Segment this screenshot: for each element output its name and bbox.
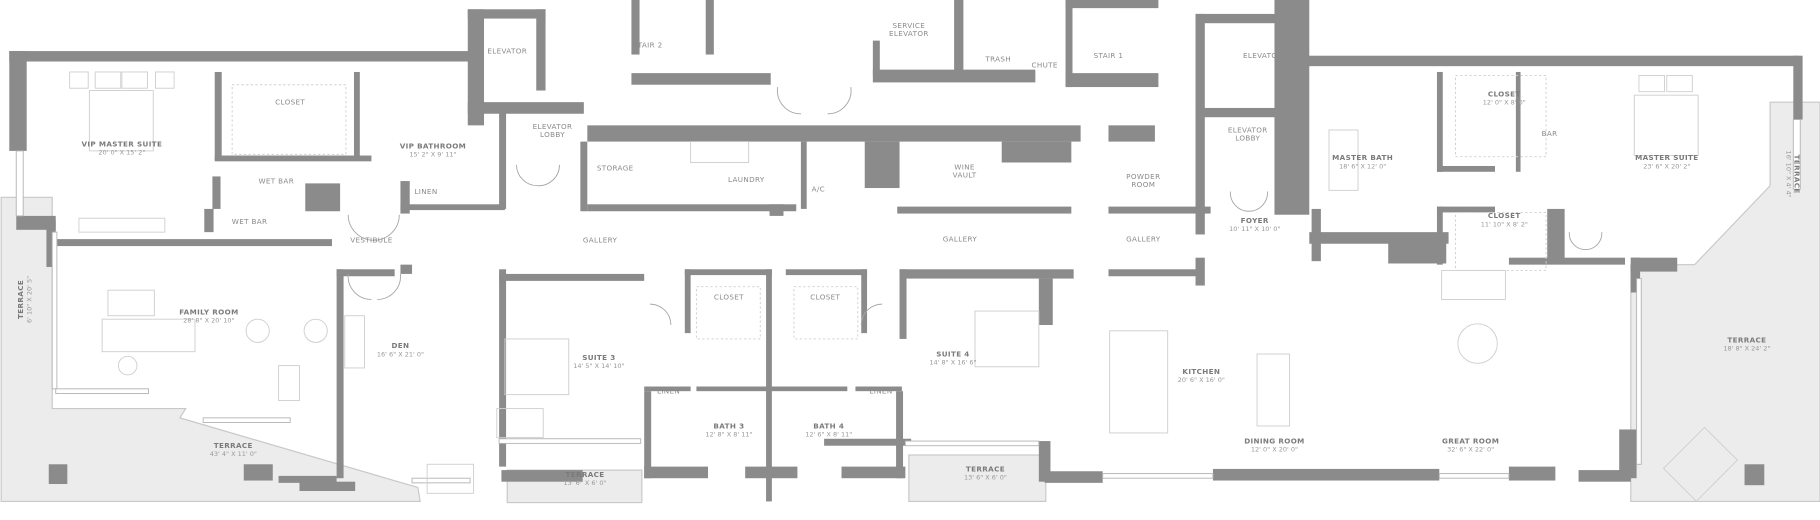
label-service-elevator: SERVICE xyxy=(892,21,925,30)
svg-text:20' 6" X 16' 0": 20' 6" X 16' 0" xyxy=(1178,376,1225,384)
svg-text:LOBBY: LOBBY xyxy=(1235,133,1260,142)
label-stair-2: STAIR 2 xyxy=(633,41,663,50)
label-bath-4: BATH 4 xyxy=(813,421,844,430)
svg-text:12' 6" X 8' 11": 12' 6" X 8' 11" xyxy=(805,430,852,438)
label-dining-room: DINING ROOM xyxy=(1244,436,1304,445)
windows xyxy=(15,119,1801,484)
label-great-room: GREAT ROOM xyxy=(1442,436,1499,445)
label-terrace: TERRACE xyxy=(565,470,604,479)
svg-text:12' 0" X 8' 0": 12' 0" X 8' 0" xyxy=(1483,98,1526,106)
label-terrace: TERRACE xyxy=(16,280,25,319)
label-bath-3: BATH 3 xyxy=(713,421,744,430)
doors xyxy=(347,86,1603,326)
label-laundry: LAUNDRY xyxy=(728,175,765,184)
label-suite-3: SUITE 3 xyxy=(582,353,615,362)
label-terrace: TERRACE xyxy=(966,464,1005,473)
label-linen: LINEN xyxy=(414,187,437,196)
label-storage: STORAGE xyxy=(597,164,634,173)
label-family-room: FAMILY ROOM xyxy=(179,308,238,317)
label-vestibule: VESTIBULE xyxy=(350,236,393,245)
svg-text:ELEVATOR: ELEVATOR xyxy=(889,29,929,38)
label-den: DEN xyxy=(391,341,409,350)
label-trash: TRASH xyxy=(984,55,1011,64)
label-gallery: GALLERY xyxy=(1126,234,1161,243)
terrace-suite4 xyxy=(908,454,1047,503)
label-wet-bar: WET BAR xyxy=(232,217,268,226)
svg-text:43' 4" X 11' 0": 43' 4" X 11' 0" xyxy=(210,450,257,458)
label-foyer: FOYER xyxy=(1241,216,1269,225)
svg-text:14' 5" X 14' 10": 14' 5" X 14' 10" xyxy=(573,362,624,370)
svg-text:16' 6" X 21' 0": 16' 6" X 21' 0" xyxy=(377,350,424,358)
dining-table xyxy=(1256,353,1291,427)
label-closet: CLOSET xyxy=(1488,211,1521,220)
label-closet: CLOSET xyxy=(810,292,840,301)
bed-master xyxy=(1633,94,1699,156)
svg-text:VAULT: VAULT xyxy=(953,171,977,180)
label-closet: CLOSET xyxy=(714,292,744,301)
bed-suite4 xyxy=(974,310,1040,368)
svg-text:15' 2" X 9' 11": 15' 2" X 9' 11" xyxy=(409,151,456,159)
label-stair-1: STAIR 1 xyxy=(1094,51,1124,60)
sofa xyxy=(101,318,196,353)
label-elevator-lobby: ELEVATOR xyxy=(533,122,573,131)
svg-text:20' 0" X 15' 2": 20' 0" X 15' 2" xyxy=(98,148,145,156)
coffee-table xyxy=(1457,323,1498,364)
label-chute: CHUTE xyxy=(1031,60,1057,69)
label-kitchen: KITCHEN xyxy=(1182,367,1220,376)
label-suite-4: SUITE 4 xyxy=(936,349,969,358)
svg-text:10' 11" X 10' 0": 10' 11" X 10' 0" xyxy=(1229,225,1280,233)
svg-text:LOBBY: LOBBY xyxy=(540,130,565,139)
label-wine-vault: WINE xyxy=(954,162,975,171)
svg-text:28' 8" X 20' 10": 28' 8" X 20' 10" xyxy=(183,317,234,325)
svg-text:12' 0" X 20' 0": 12' 0" X 20' 0" xyxy=(1251,446,1298,454)
room-labels: VIP MASTER SUITE 20' 0" X 15' 2" CLOSET … xyxy=(16,21,1801,487)
label-linen: LINEN xyxy=(869,386,892,395)
label-terrace: TERRACE xyxy=(1792,155,1801,194)
svg-text:23' 6" X 20' 2": 23' 6" X 20' 2" xyxy=(1643,162,1690,170)
svg-text:32' 6" X 22' 0": 32' 6" X 22' 0" xyxy=(1447,446,1494,454)
label-linen: LINEN xyxy=(657,386,680,395)
label-powder-room: POWDER xyxy=(1126,172,1160,181)
svg-text:11' 10" X 8' 2": 11' 10" X 8' 2" xyxy=(1481,220,1528,228)
label-elevator: ELEVATOR xyxy=(487,46,527,55)
svg-text:13' 6" X 6' 0": 13' 6" X 6' 0" xyxy=(964,473,1007,481)
label-bar: BAR xyxy=(1542,129,1558,138)
bathtub xyxy=(1328,129,1359,191)
label-master-bath: MASTER BATH xyxy=(1332,153,1393,162)
svg-text:16' 10" X 4' 4": 16' 10" X 4' 4" xyxy=(1784,151,1792,198)
label-gallery: GALLERY xyxy=(583,236,618,245)
svg-text:12' 8" X 8' 11": 12' 8" X 8' 11" xyxy=(705,430,752,438)
svg-text:14' 8" X 16' 6": 14' 8" X 16' 6" xyxy=(929,358,976,366)
furniture xyxy=(69,71,1739,502)
svg-text:13' 6" X 6' 0": 13' 6" X 6' 0" xyxy=(564,479,607,487)
walls xyxy=(9,0,1803,502)
bed-suite3 xyxy=(504,338,570,396)
label-closet: CLOSET xyxy=(275,97,305,106)
label-terrace: TERRACE xyxy=(1727,335,1766,344)
label-master-suite: MASTER SUITE xyxy=(1635,153,1698,162)
terrace-east xyxy=(1630,101,1820,503)
svg-text:18' 8" X 24' 2": 18' 8" X 24' 2" xyxy=(1723,345,1770,353)
kitchen-island xyxy=(1109,330,1169,434)
label-wet-bar: WET BAR xyxy=(258,176,294,185)
svg-text:ROOM: ROOM xyxy=(1131,180,1155,189)
label-elevator: ELEVATOR xyxy=(1243,51,1283,60)
label-elevator-lobby: ELEVATOR xyxy=(1228,125,1268,134)
label-closet: CLOSET xyxy=(1488,89,1521,98)
svg-text:6' 10" X 20' 5": 6' 10" X 20' 5" xyxy=(25,276,33,323)
label-vip-master-suite: VIP MASTER SUITE xyxy=(81,139,162,148)
label-vip-bathroom: VIP BATHROOM xyxy=(400,142,466,151)
label-ac: A/C xyxy=(812,185,825,194)
label-terrace: TERRACE xyxy=(214,441,253,450)
svg-text:18' 6" X 12' 0": 18' 6" X 12' 0" xyxy=(1339,162,1386,170)
label-gallery: GALLERY xyxy=(943,234,978,243)
bed-vip xyxy=(88,90,154,152)
